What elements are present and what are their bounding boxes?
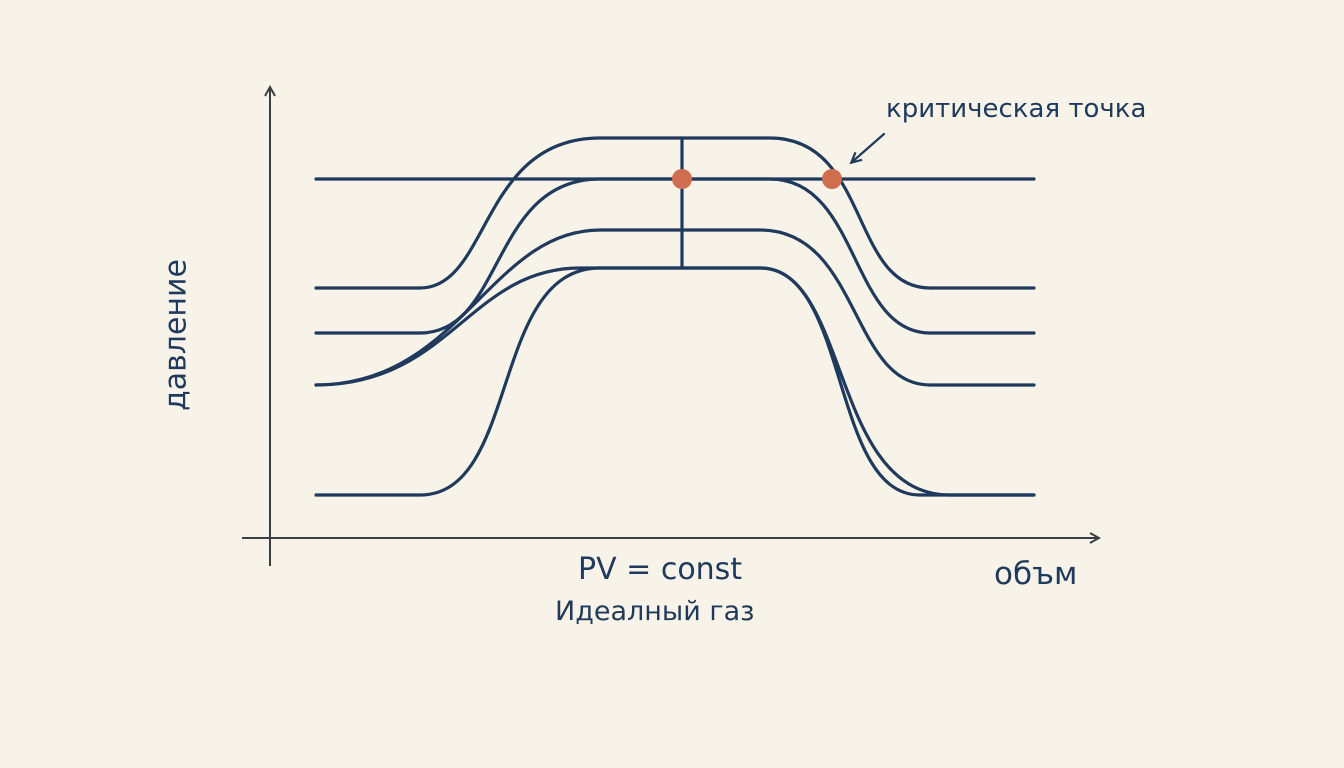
critical-point-pointer-arrow [849,132,886,165]
isotherm-curve-3 [314,228,1036,387]
isotherm-curve-1 [314,136,1036,290]
isotherm-curve-5 [314,266,1036,497]
isotherm-curve-2 [314,177,1036,335]
critical-point-label: критическая точка [886,94,1147,124]
isotherm-curve-4 [314,266,1036,497]
equation-label: PV = const [578,552,743,587]
center-point-marker [672,169,692,189]
caption-label: Идеалный газ [555,596,755,627]
x-axis-label: объм [994,556,1078,592]
y-axis-label: давление [158,258,194,412]
critical-point-marker [822,169,842,189]
